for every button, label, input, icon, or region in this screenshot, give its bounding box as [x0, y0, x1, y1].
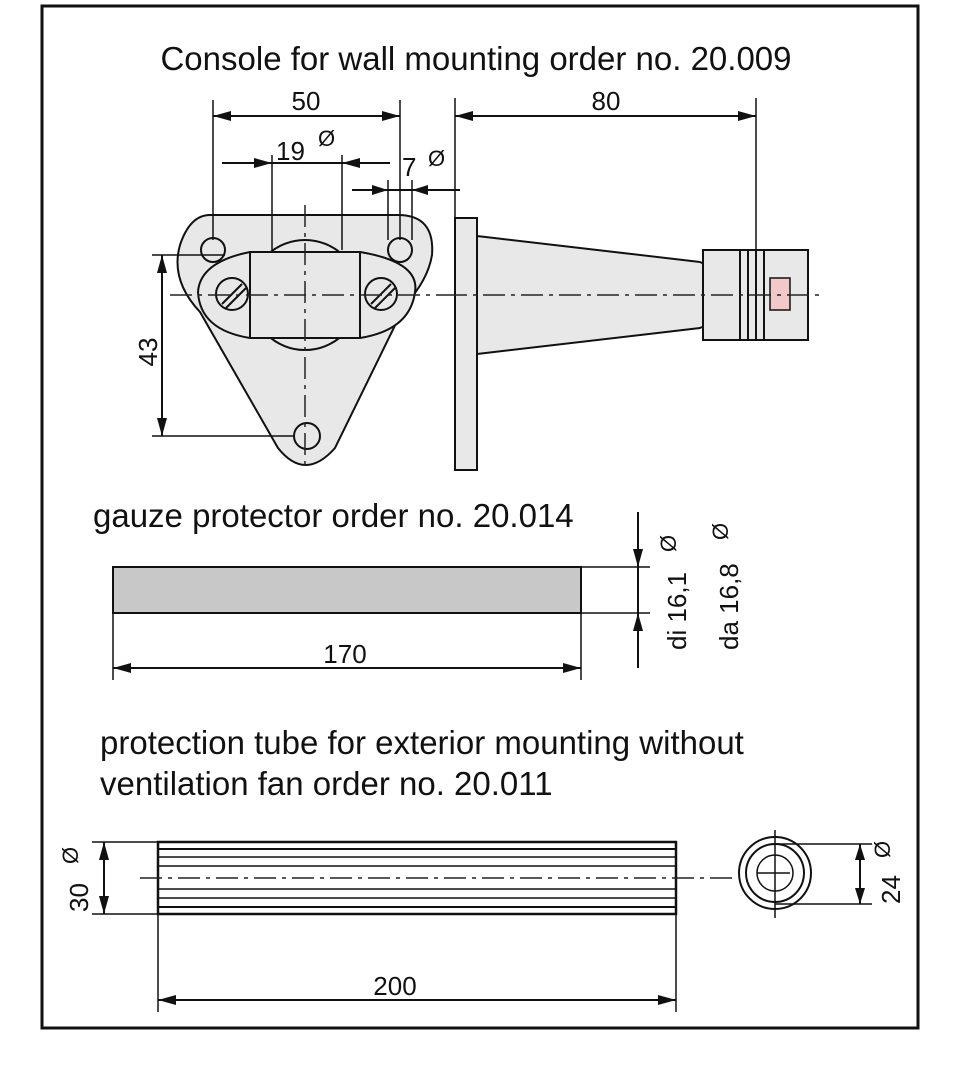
gauze-outer-diameter-symbol: Ø	[708, 523, 733, 540]
tube-title-line1: protection tube for exterior mounting wi…	[100, 724, 744, 761]
gauze-title: gauze protector order no. 20.014	[93, 497, 574, 534]
dim-30-diameter-symbol: Ø	[58, 847, 83, 864]
dim-170-label: 170	[323, 639, 366, 669]
dim-gauze-length: 170	[112, 613, 582, 680]
dim-80-label: 80	[592, 86, 621, 116]
screw-left	[215, 277, 249, 311]
dim-tube-outer: 30 Ø	[58, 841, 158, 915]
dim-7-diameter-symbol: Ø	[428, 146, 445, 171]
dim-7-label: 7	[402, 152, 416, 182]
console-front-view	[170, 205, 445, 470]
dim-gauze-diameter: di 16,1 Ø da 16,8 Ø	[581, 512, 744, 668]
dim-19-label: 19	[276, 136, 305, 166]
console-wall-plate	[454, 217, 478, 471]
dim-tube-inner: 24 Ø	[775, 841, 906, 905]
dim-bore-diameter: 19 Ø	[222, 126, 390, 250]
console-side-view	[445, 217, 820, 471]
dim-console-width: 50	[212, 86, 401, 240]
tube-side-view	[140, 840, 735, 916]
tube-title-line2: ventilation fan order no. 20.011	[100, 765, 553, 802]
dim-24-diameter-symbol: Ø	[870, 841, 895, 858]
screw-right	[364, 277, 398, 311]
gauze-body	[112, 566, 582, 614]
dim-200-label: 200	[373, 971, 416, 1001]
dim-43-label: 43	[133, 338, 163, 367]
dim-50-label: 50	[292, 86, 321, 116]
gauze-outer-diameter-label: da 16,8	[714, 563, 744, 650]
dim-tube-length: 200	[157, 914, 677, 1012]
dim-30-label: 30	[64, 883, 94, 912]
console-title: Console for wall mounting order no. 20.0…	[160, 40, 791, 77]
dim-19-diameter-symbol: Ø	[318, 126, 335, 151]
gauze-inner-diameter-symbol: Ø	[656, 535, 681, 552]
dim-24-label: 24	[876, 875, 906, 904]
dim-console-length: 80	[454, 86, 757, 250]
dim-hole-diameter: 7 Ø	[352, 146, 460, 240]
gauze-inner-diameter-label: di 16,1	[662, 572, 692, 650]
sensor-slot	[769, 277, 791, 311]
dim-console-height: 43	[133, 254, 295, 437]
